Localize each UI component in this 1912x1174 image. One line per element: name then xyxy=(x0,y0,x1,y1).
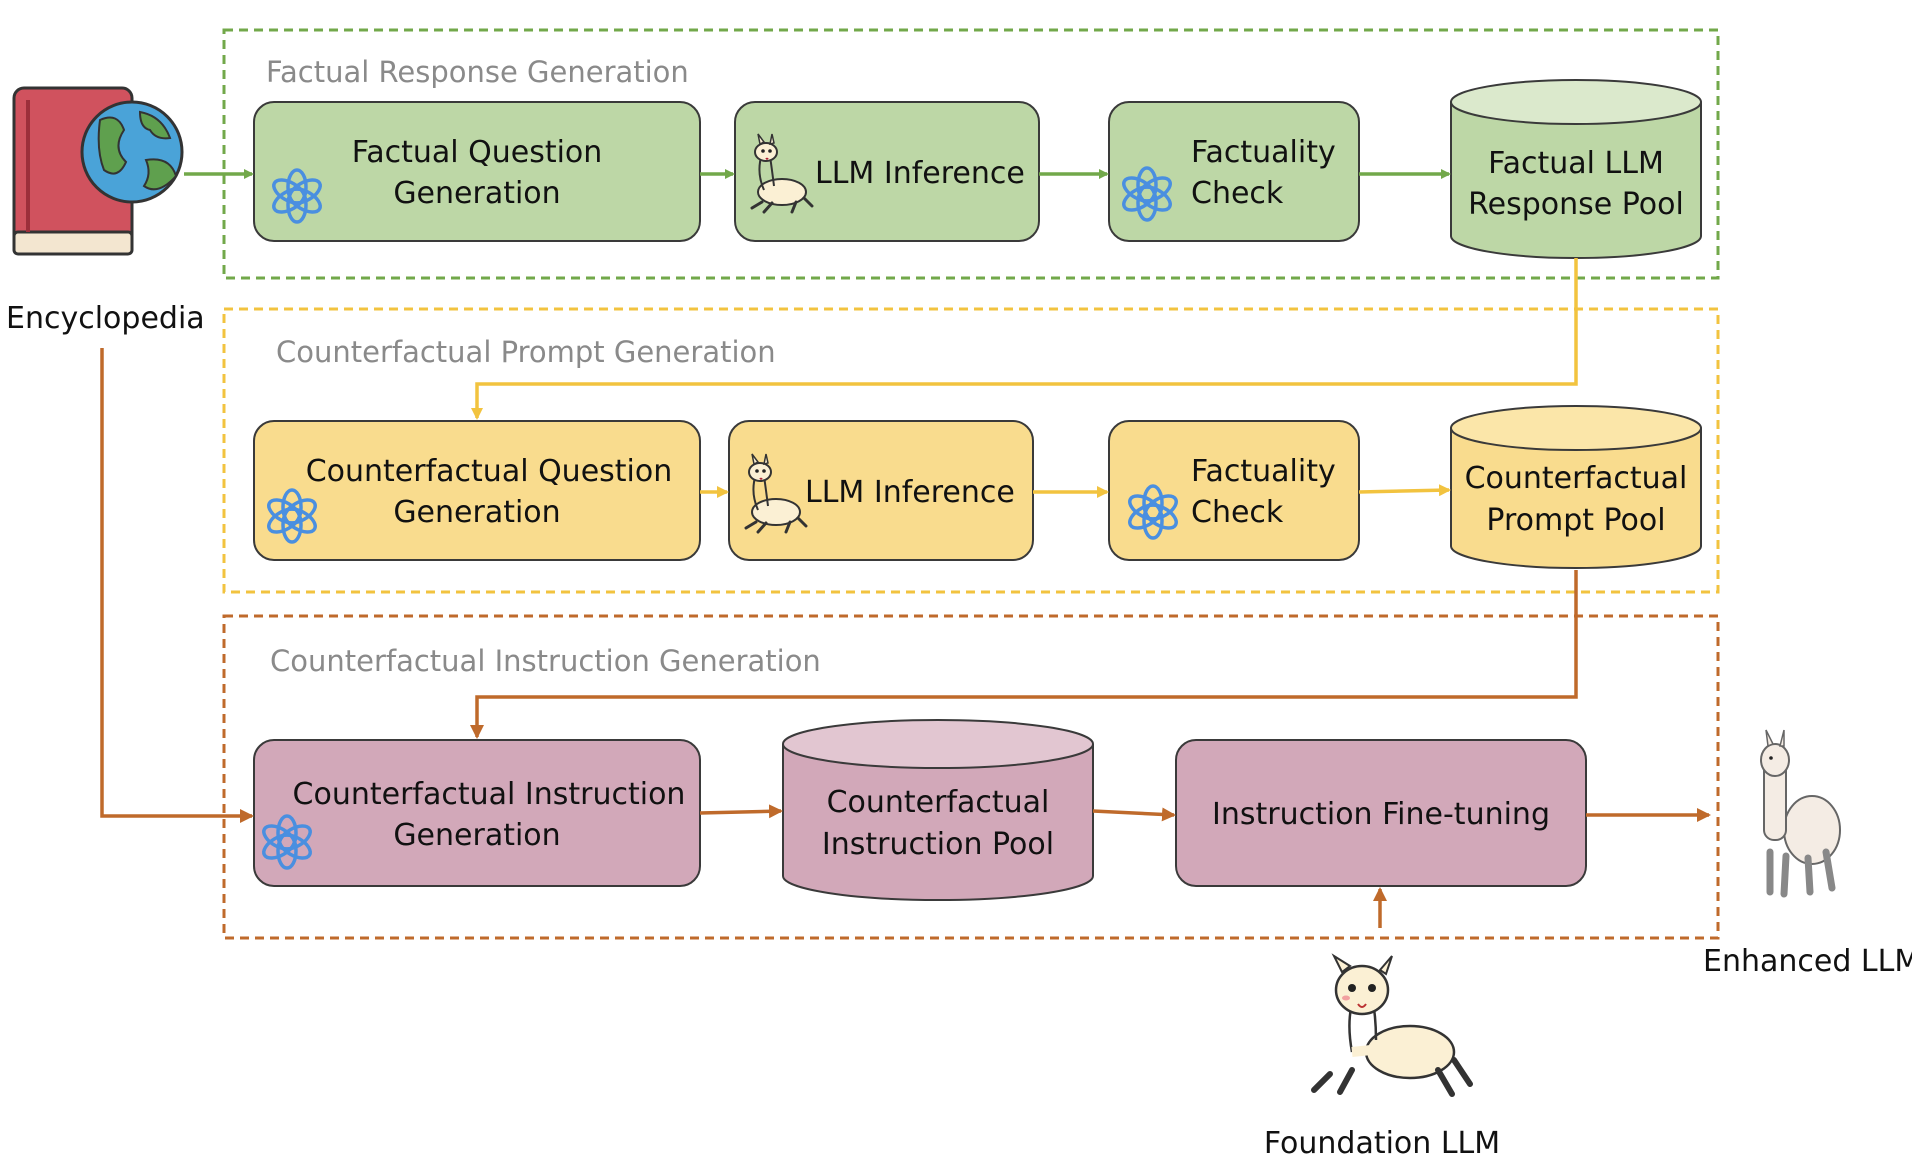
cf-question-label-2: Generation xyxy=(393,495,560,530)
arrow-instruction-gen-to-pool xyxy=(699,804,783,819)
factual-question-label: Factual Question xyxy=(352,135,603,170)
instruction-section-title: Counterfactual Instruction Generation xyxy=(270,644,821,678)
cf-instruction-gen-label-2: Generation xyxy=(393,818,560,853)
factual-check-label-2: Check xyxy=(1191,176,1284,211)
cf-question-node xyxy=(253,420,701,561)
cf-prompt-pool-node xyxy=(1450,405,1702,569)
arrow-encyclopedia-to-instruction-gen xyxy=(100,348,254,823)
arrow-cf-check-to-prompt-pool xyxy=(1358,484,1451,497)
cf-inference-label: LLM Inference xyxy=(805,475,1015,510)
instruction-section-box xyxy=(222,614,1720,940)
cf-check-label: Factuality xyxy=(1191,454,1336,489)
cf-prompt-pool-label: Counterfactual xyxy=(1465,461,1688,496)
cf-instruction-gen-node xyxy=(253,739,701,887)
cf-check-label-2: Check xyxy=(1191,495,1284,530)
factual-pool-label: Factual LLM xyxy=(1488,146,1664,181)
cf-prompt-pool-label-2: Prompt Pool xyxy=(1486,503,1665,538)
prompt-section-box xyxy=(222,307,1720,594)
cf-instruction-pool-label-2: Instruction Pool xyxy=(822,827,1054,862)
arrow-factual-pool-to-cf-question xyxy=(471,258,1578,420)
foundation-llm-icon xyxy=(1311,953,1473,1097)
cf-instruction-gen-label: Counterfactual Instruction xyxy=(293,777,686,812)
factual-inference-label: LLM Inference xyxy=(815,156,1025,191)
factual-question-label-2: Generation xyxy=(393,176,560,211)
factual-question-node xyxy=(253,101,701,242)
cf-instruction-pool-label: Counterfactual xyxy=(827,785,1050,820)
arrow-prompt-pool-to-instruction-gen xyxy=(470,570,1578,739)
factual-pool-node xyxy=(1450,79,1702,259)
factual-check-label: Factuality xyxy=(1191,135,1336,170)
factual-section-box xyxy=(222,28,1720,280)
cf-instruction-pool-node xyxy=(782,719,1094,901)
encyclopedia-label: Encyclopedia xyxy=(6,301,205,336)
book-globe-icon xyxy=(12,86,184,256)
prompt-section-title: Counterfactual Prompt Generation xyxy=(276,335,776,369)
arrow-instruction-pool-to-fine-tuning xyxy=(1092,807,1176,822)
cf-question-label: Counterfactual Question xyxy=(306,454,673,489)
fine-tuning-node xyxy=(1175,739,1587,887)
enhanced-llm-icon xyxy=(1760,729,1841,898)
factual-section-title: Factual Response Generation xyxy=(266,55,689,89)
factual-pool-label-2: Response Pool xyxy=(1468,187,1684,222)
connector-arrows xyxy=(100,169,1711,928)
enhanced-llm-label: Enhanced LLM xyxy=(1703,944,1912,979)
fine-tuning-label: Instruction Fine-tuning xyxy=(1212,797,1550,832)
foundation-llm-label: Foundation LLM xyxy=(1264,1126,1500,1161)
